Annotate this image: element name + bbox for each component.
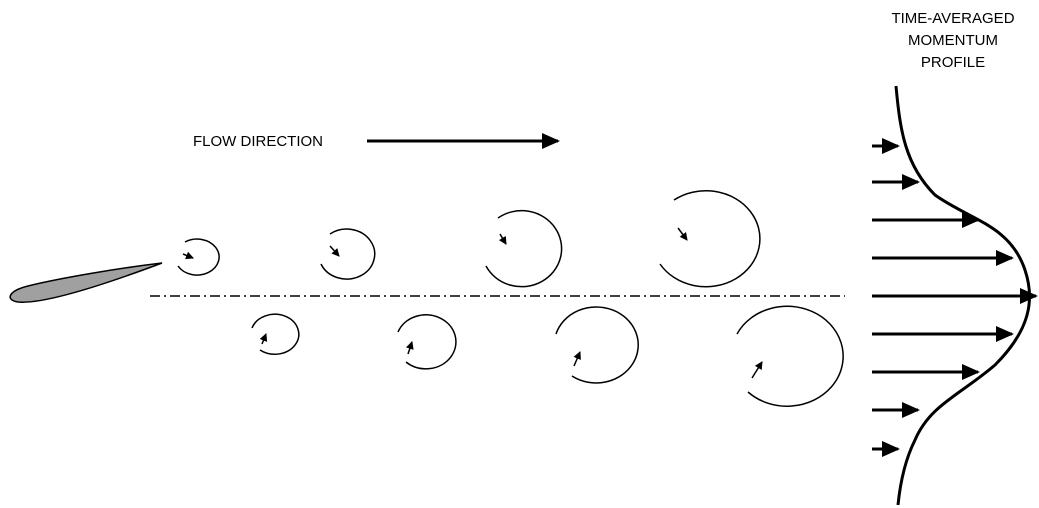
upper-vortex-1	[177, 238, 220, 276]
lower-vortex-1-arrow-icon	[259, 333, 268, 345]
airfoil-shape	[9, 262, 163, 303]
flow-direction-label: FLOW DIRECTION	[193, 133, 323, 150]
profile-title-line-3: PROFILE	[920, 54, 986, 71]
lower-vortex-2	[397, 314, 457, 370]
upper-vortex-1-arrow-icon	[182, 251, 194, 260]
lower-vortex-row	[251, 305, 844, 407]
upper-vortex-4	[659, 190, 761, 288]
upper-vortex-4-arrow-icon	[677, 227, 688, 241]
upper-vortex-3-arrow-icon	[498, 233, 507, 245]
upper-vortex-3	[485, 209, 563, 288]
profile-title: TIME-AVERAGED MOMENTUM PROFILE	[855, 8, 1039, 74]
profile-title-line-2: MOMENTUM	[908, 32, 998, 49]
lower-vortex-1	[251, 313, 300, 356]
profile-arrows	[872, 138, 1038, 457]
upper-vortex-row	[177, 190, 761, 288]
upper-vortex-2	[320, 228, 376, 280]
lower-vortex-4-arrow-icon	[751, 361, 763, 379]
lower-vortex-4	[736, 305, 844, 407]
lower-vortex-3	[555, 306, 639, 384]
profile-title-line-1: TIME-AVERAGED	[891, 10, 1015, 27]
lower-vortex-2-arrow-icon	[405, 341, 414, 355]
lower-vortex-3-arrow-icon	[573, 351, 581, 367]
upper-vortex-2-arrow-icon	[329, 245, 340, 257]
